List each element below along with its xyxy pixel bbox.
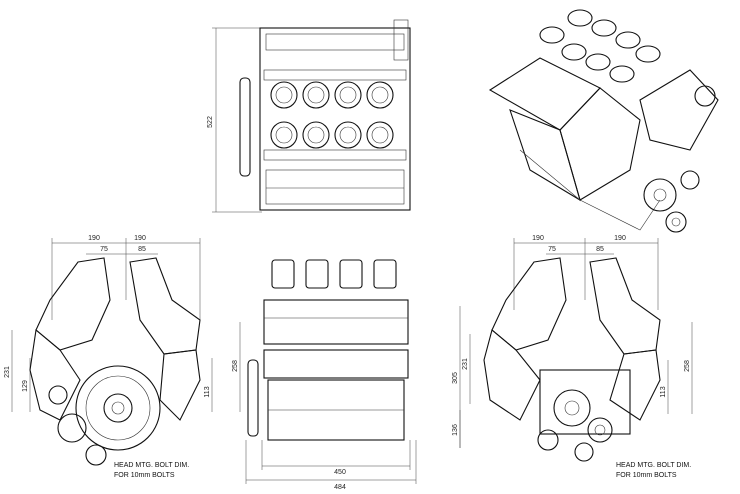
front-dim-113: 113 bbox=[204, 386, 211, 397]
front-view: 190 190 75 85 231 129 258 113 HEAD MTG. … bbox=[4, 235, 241, 479]
front-dim-85: 85 bbox=[138, 246, 146, 253]
front-dim-129: 129 bbox=[22, 380, 29, 392]
front-dim-190-right: 190 bbox=[134, 235, 146, 242]
front-dim-231: 231 bbox=[4, 366, 11, 378]
front-note-line1: HEAD MTG. BOLT DIM. bbox=[114, 462, 189, 469]
side-dim-450: 450 bbox=[334, 469, 346, 476]
rear-dim-305: 305 bbox=[452, 372, 459, 384]
rear-view: 190 190 75 85 305 231 136 258 113 HEAD M… bbox=[452, 235, 693, 479]
rear-dim-136: 136 bbox=[452, 424, 459, 436]
rear-note-line1: HEAD MTG. BOLT DIM. bbox=[616, 462, 691, 469]
rear-dim-231: 231 bbox=[462, 358, 469, 370]
side-trumpets bbox=[271, 259, 397, 289]
isometric-view bbox=[488, 9, 719, 233]
rear-dim-258: 258 bbox=[684, 360, 691, 372]
top-runner-row-lower bbox=[270, 121, 394, 149]
rear-note-line2: FOR 10mm BOLTS bbox=[616, 472, 677, 479]
front-note-line2: FOR 10mm BOLTS bbox=[114, 472, 175, 479]
front-dim-75: 75 bbox=[100, 246, 108, 253]
top-view: 522 bbox=[207, 19, 411, 213]
rear-dim-190-left: 190 bbox=[532, 235, 544, 242]
side-view: 450 484 bbox=[245, 259, 417, 491]
front-dim-258: 258 bbox=[232, 360, 239, 372]
rear-dim-190-right: 190 bbox=[614, 235, 626, 242]
rear-dim-113: 113 bbox=[660, 386, 667, 397]
side-dim-484: 484 bbox=[334, 484, 346, 491]
front-dim-190-left: 190 bbox=[88, 235, 100, 242]
top-height-dim: 522 bbox=[207, 116, 214, 128]
rear-dim-85: 85 bbox=[596, 246, 604, 253]
rear-dim-75: 75 bbox=[548, 246, 556, 253]
iso-trumpets bbox=[539, 9, 661, 83]
top-runner-row-upper bbox=[270, 81, 394, 109]
